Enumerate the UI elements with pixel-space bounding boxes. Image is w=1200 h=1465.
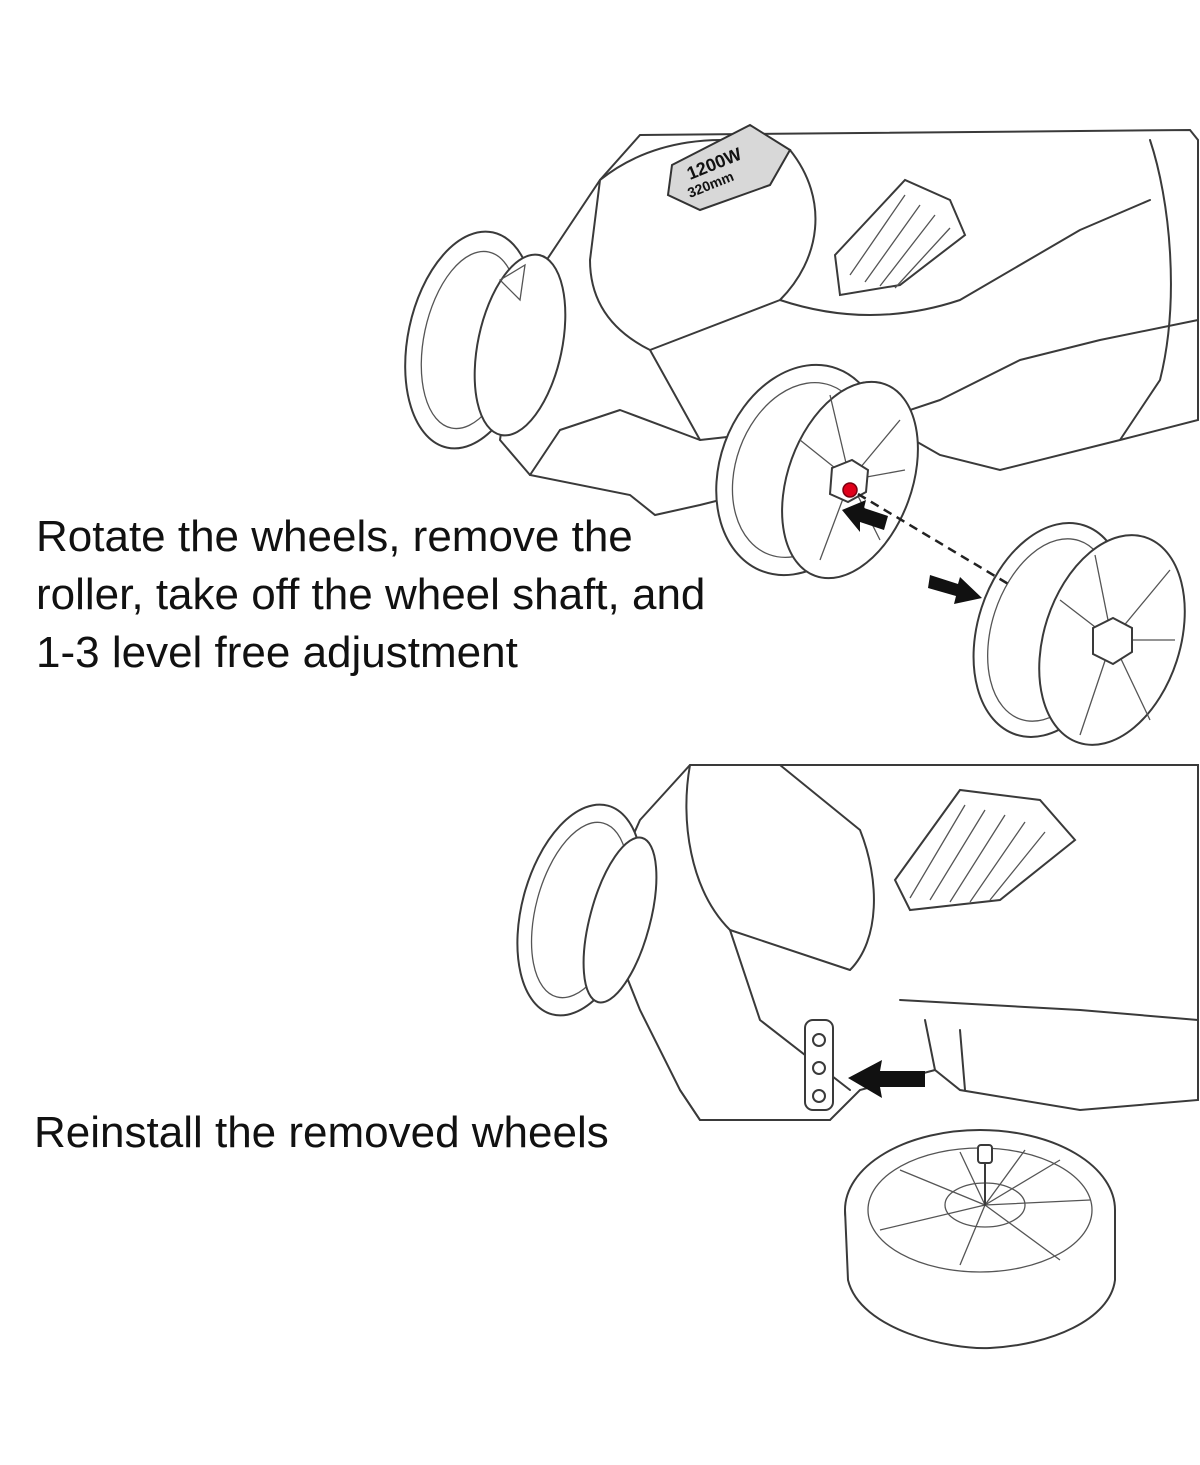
- rear-wheel-mounted: [516, 803, 658, 1017]
- step-1-panel: 1200W 320mm Rot: [36, 123, 1199, 746]
- mower-vent: [833, 178, 967, 297]
- arrow-left-icon-install: [848, 1060, 925, 1098]
- mower-vent-rear: [893, 788, 1077, 912]
- step-1-illustration: 1200W 320mm: [404, 123, 1199, 746]
- rear-wheel-left: [404, 230, 567, 450]
- step-2-illustration: [516, 764, 1199, 1350]
- arrow-right-icon: [928, 575, 982, 604]
- step-1-line-2: roller, take off the wheel shaft, and: [36, 570, 706, 619]
- front-wheel-removed: [972, 522, 1186, 746]
- wheel-shaft-marker: [842, 482, 858, 498]
- power-badge: [666, 123, 792, 212]
- step-2-instruction: Reinstall the removed wheels: [34, 1104, 754, 1162]
- step-1-line-1: Rotate the wheels, remove the: [36, 512, 633, 561]
- mower-deck-rear: [598, 764, 1199, 1121]
- step-1-line-3: 1-3 level free adjustment: [36, 628, 518, 677]
- wheel-to-install: [844, 1129, 1116, 1350]
- step-2-panel: Reinstall the removed wheels: [0, 760, 1200, 1465]
- step-1-instruction: Rotate the wheels, remove the roller, ta…: [36, 508, 776, 682]
- height-adjust-plate: [804, 1019, 834, 1111]
- arrow-left-icon: [842, 500, 888, 532]
- step-2-line-1: Reinstall the removed wheels: [34, 1108, 609, 1157]
